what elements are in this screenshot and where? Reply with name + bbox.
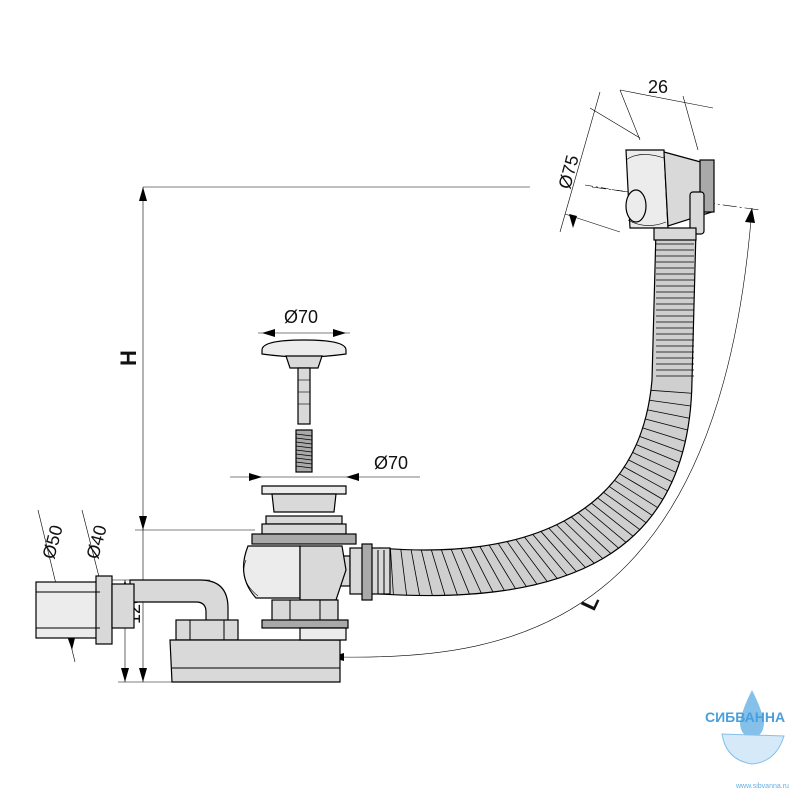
hose-rib bbox=[479, 546, 505, 591]
hose-rib bbox=[628, 459, 673, 483]
hose-rib bbox=[460, 548, 482, 594]
hose-rib bbox=[614, 479, 658, 509]
bolt-thread bbox=[295, 449, 313, 453]
hose-rib bbox=[556, 524, 595, 564]
hose-rib bbox=[506, 541, 538, 585]
overflow-diameter-label: Ø75 bbox=[555, 153, 583, 191]
hose-rib bbox=[470, 547, 494, 593]
sibvanna-watermark: СИБВАННА www.sibvanna.ru bbox=[705, 690, 789, 790]
bathtub-icon bbox=[721, 733, 785, 765]
drain-diameter-label: Ø70 bbox=[374, 453, 408, 473]
hose-rib bbox=[497, 543, 527, 587]
bolt-thread bbox=[295, 453, 313, 457]
hose-rib bbox=[597, 497, 641, 531]
hose-rib bbox=[400, 549, 408, 596]
watermark-url: www.sibvanna.ru bbox=[735, 783, 789, 790]
bolt-thread bbox=[295, 433, 313, 437]
hose-rib bbox=[524, 536, 558, 579]
outlet-pipe bbox=[35, 575, 135, 645]
hose-rib bbox=[420, 549, 433, 596]
hose-rib bbox=[639, 436, 683, 453]
hose-rib bbox=[603, 491, 647, 524]
hose-rib bbox=[591, 502, 634, 537]
hose-rib bbox=[515, 539, 548, 582]
hose-rib bbox=[532, 534, 568, 576]
hose-rib bbox=[623, 466, 668, 492]
bolt-thread bbox=[295, 437, 313, 441]
hose-rib bbox=[636, 444, 680, 463]
hose-rib bbox=[431, 549, 446, 596]
hose-rib bbox=[645, 418, 688, 431]
hose-rib bbox=[619, 473, 664, 500]
watermark-brand: СИБВАННА bbox=[705, 709, 785, 725]
corrugated-hose bbox=[379, 229, 697, 597]
bolt-thread bbox=[295, 465, 313, 469]
hose-rib bbox=[440, 549, 458, 596]
overflow-width-label: 26 bbox=[648, 77, 668, 97]
bolt-thread bbox=[295, 445, 313, 449]
hose-rib bbox=[450, 549, 470, 595]
overflow-head bbox=[625, 149, 715, 241]
bolt-threads bbox=[295, 433, 313, 469]
hose-rib bbox=[390, 548, 394, 595]
stopper-assembly bbox=[261, 339, 347, 473]
hose-rib bbox=[563, 520, 604, 559]
hose-rib bbox=[647, 409, 690, 419]
hose-rib bbox=[632, 452, 677, 473]
stopper-diameter-label: Ø70 bbox=[284, 307, 318, 327]
hose-rib bbox=[488, 544, 516, 589]
hose-rib bbox=[649, 399, 691, 407]
trap-siphon bbox=[129, 579, 347, 683]
hose-rib bbox=[577, 512, 619, 549]
hose-rib bbox=[584, 507, 627, 543]
hose-rib bbox=[642, 427, 686, 442]
height-label: H bbox=[116, 350, 141, 366]
bolt-thread bbox=[295, 441, 313, 445]
bolt-thread bbox=[295, 457, 313, 461]
hose-rib bbox=[548, 527, 586, 568]
hose-rib bbox=[608, 486, 653, 516]
hose-rib bbox=[650, 389, 692, 394]
hose-rib bbox=[540, 531, 577, 572]
length-label: L bbox=[576, 591, 604, 614]
water-drop-icon bbox=[740, 690, 764, 738]
bolt-thread bbox=[295, 461, 313, 465]
hose-rib bbox=[410, 549, 421, 596]
drain-body bbox=[242, 485, 357, 629]
hose-ribs bbox=[390, 237, 694, 596]
hose-rib bbox=[570, 516, 612, 554]
